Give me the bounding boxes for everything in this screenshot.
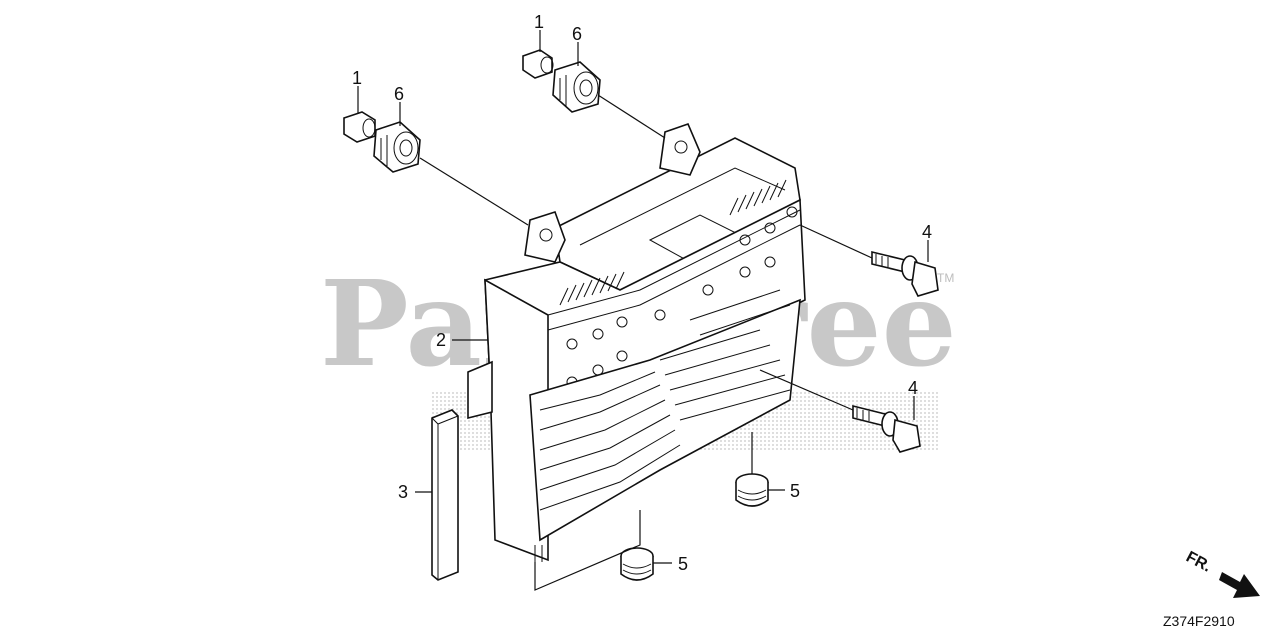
front-arrow-icon — [1219, 572, 1260, 598]
grommet-part-6-lower — [373, 121, 421, 173]
callout-6-upper: 6 — [572, 24, 582, 44]
grommet-part-6-upper — [552, 61, 601, 113]
callout-5-bottom: 5 — [678, 554, 688, 574]
bolt-part-4-lower — [852, 404, 921, 453]
collar-part-1-upper — [522, 49, 554, 79]
callout-6-lower: 6 — [394, 84, 404, 104]
front-direction-indicator: FR. — [1183, 549, 1260, 598]
mount-part-5-bottom — [620, 547, 654, 581]
fins-lower — [539, 289, 791, 511]
strip-part-3 — [431, 409, 459, 581]
fin-hatching-top — [559, 179, 787, 306]
bolt-part-4-upper — [871, 250, 939, 297]
callout-1-lower: 1 — [352, 68, 362, 88]
callout-4-lower: 4 — [908, 378, 918, 398]
mount-part-5-right — [735, 473, 769, 507]
callout-5-right: 5 — [790, 481, 800, 501]
callout-2: 2 — [436, 330, 446, 350]
front-label: FR. — [1183, 549, 1214, 576]
callout-4-upper: 4 — [922, 222, 932, 242]
callout-3: 3 — [398, 482, 408, 502]
collar-part-1-lower — [343, 111, 376, 143]
drawing-code: Z374F2910 — [1163, 613, 1235, 629]
watermark-trademark: TM — [937, 271, 954, 285]
main-body-part-2 — [467, 122, 806, 562]
callout-1-upper: 1 — [534, 12, 544, 32]
leader-lines — [357, 30, 929, 591]
callouts: 1 6 1 6 2 3 4 4 5 5 — [352, 12, 932, 574]
